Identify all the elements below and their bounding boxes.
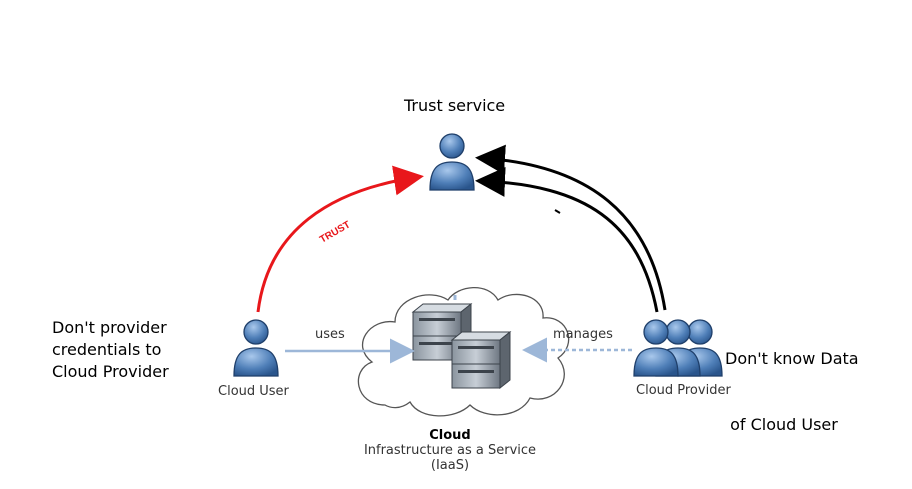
trust-arrow (256, 165, 424, 313)
cloud-provider-label: Cloud Provider (636, 383, 731, 398)
manages-label: manages (553, 327, 613, 342)
cloud-user-person-icon (233, 319, 279, 377)
cloud-caption: Cloud Infrastructure as a Service (IaaS) (340, 428, 560, 473)
cloud-user-note-line: Don't provider (52, 318, 167, 337)
cloud-subtitle: Infrastructure as a Service (363, 443, 537, 458)
cloud-provider-note: Don't know Data of Cloud User (725, 304, 859, 458)
provider-arrow-inner (475, 166, 659, 313)
cloud-user-note: Don't provider credentials to Cloud Prov… (52, 317, 169, 383)
cloud-user-note-line: Cloud Provider (52, 362, 169, 381)
cloud-provider-group-icon (633, 319, 723, 377)
uses-label: uses (315, 327, 345, 342)
server-rack-icon (411, 302, 512, 390)
provider-arrow-tick (554, 209, 561, 214)
trust-service-title: Trust service (404, 96, 506, 115)
cloud-title: Cloud (429, 428, 471, 443)
cloud-abbr: (IaaS) (430, 458, 470, 473)
provider-arrow-outer (475, 144, 667, 311)
cloud-provider-note-line: Don't know Data (725, 349, 859, 368)
cloud-user-label: Cloud User (218, 384, 289, 399)
cloud-provider-note-line: of Cloud User (725, 415, 838, 434)
trust-service-person-icon (429, 133, 475, 191)
trust-label: TRUST (318, 219, 352, 245)
cloud-user-note-line: credentials to (52, 340, 162, 359)
